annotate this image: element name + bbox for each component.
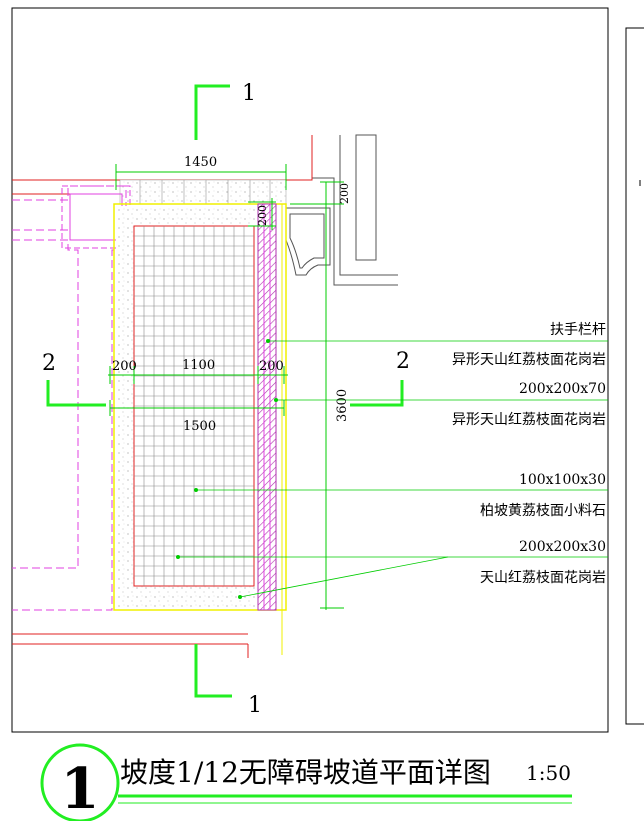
callout-3-spec: 100x100x30 — [519, 472, 606, 488]
callout-labels: 扶手栏杆 异形天山红荔枝面花岗岩 200x200x70 异形天山红荔枝面花岗岩 … — [452, 322, 606, 586]
drawing-scale: 1:50 — [526, 761, 571, 785]
section-mark-1-top: 1 — [242, 81, 256, 106]
section-mark-1-bottom: 1 — [248, 693, 262, 718]
callout-1-spec: 扶手栏杆 — [550, 322, 606, 338]
callout-3-material: 柏坡黄荔枝面小料石 — [480, 502, 606, 519]
title-block: 1 坡度1/12无障碍坡道平面详图 1:50 — [40, 743, 572, 821]
red-curb-lines — [12, 135, 313, 658]
callout-2-material: 异形天山红荔枝面花岗岩 — [452, 412, 606, 428]
ramp-paving-grid — [134, 226, 254, 586]
dim-total-width: 1500 — [183, 419, 216, 434]
dim-right-border: 200 — [259, 359, 284, 374]
section-mark-2-right: 2 — [396, 349, 410, 374]
title-number: 1 — [61, 756, 100, 821]
ramp-body — [113, 203, 287, 655]
dim-left-border: 200 — [112, 359, 137, 374]
callout-dots — [176, 339, 278, 599]
top-paving-strip — [119, 179, 287, 205]
sheet-frame — [11, 7, 644, 733]
callout-4-spec: 200x200x30 — [519, 539, 606, 555]
drawing-title: 坡度1/12无障碍坡道平面详图 — [120, 756, 491, 789]
dim-ramp-width: 1100 — [182, 358, 215, 373]
existing-building-outline — [285, 134, 398, 286]
callout-1-material: 异形天山红荔枝面花岗岩 — [452, 352, 606, 368]
callout-leaders — [178, 340, 608, 598]
callout-2-spec: 200x200x70 — [519, 381, 606, 397]
dim-top-gap: 200 — [256, 205, 269, 226]
dimension-lines — [108, 164, 344, 610]
section-cut-lines — [46, 84, 404, 698]
magenta-outline — [12, 185, 131, 611]
section-mark-2-left: 2 — [42, 351, 56, 376]
title-number-circle — [40, 743, 120, 821]
callout-4-material: 天山红荔枝面花岗岩 — [480, 570, 606, 586]
dim-top-width: 1450 — [184, 155, 217, 170]
dim-right-gap: 200 — [338, 183, 351, 204]
dim-length: 3600 — [335, 389, 350, 422]
